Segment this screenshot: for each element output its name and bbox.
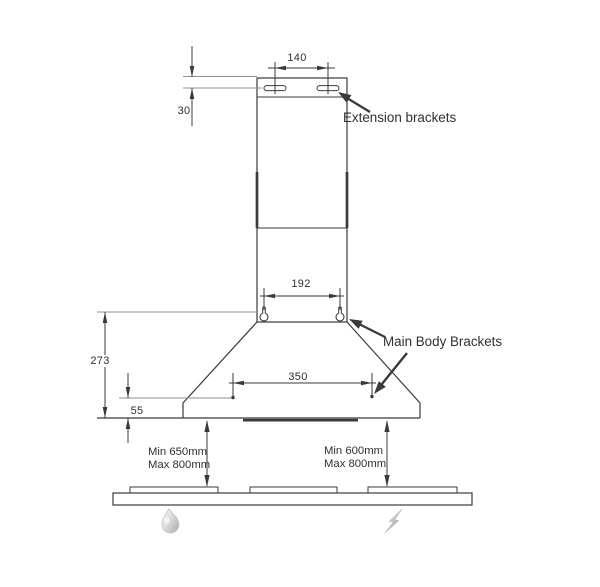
extension-brackets-label: Extension brackets bbox=[343, 110, 457, 125]
cooktop-outline bbox=[112, 486, 473, 506]
main-body-brackets-label: Main Body Brackets bbox=[383, 334, 503, 349]
dimension-30 bbox=[189, 46, 195, 126]
clearance-right-max: Max 800mm bbox=[324, 458, 387, 470]
lightning-icon bbox=[384, 508, 403, 534]
dimension-55 bbox=[125, 373, 131, 443]
clearance-right-text: Min 600mm Max 800mm bbox=[324, 445, 386, 471]
extension-lines bbox=[97, 76, 262, 399]
clearance-left-text: Min 650mm Max 800mm bbox=[148, 446, 210, 472]
dim-label-350: 350 bbox=[288, 370, 308, 383]
dim-label-192: 192 bbox=[291, 278, 311, 290]
canopy-outline bbox=[97, 321, 421, 422]
clearance-arrow-left bbox=[204, 420, 210, 487]
main-body-brackets-arrow-upper bbox=[349, 319, 386, 338]
dim-label-30: 30 bbox=[177, 105, 191, 117]
clearance-right-min: Min 600mm bbox=[324, 445, 384, 457]
main-body-brackets-arrow-lower bbox=[374, 352, 408, 394]
dimension-192 bbox=[260, 288, 344, 310]
dimension-140 bbox=[268, 62, 335, 94]
main-body-keyholes bbox=[259, 306, 345, 322]
clearance-arrow-right bbox=[384, 420, 390, 487]
dim-label-140: 140 bbox=[287, 52, 307, 64]
clearance-left-min: Min 650mm bbox=[148, 446, 208, 458]
chimney-outline bbox=[255, 77, 349, 323]
extension-brackets-arrow bbox=[338, 92, 371, 113]
clearance-left-max: Max 800mm bbox=[148, 459, 211, 471]
dim-label-55: 55 bbox=[130, 405, 144, 417]
dimension-350 bbox=[229, 373, 376, 400]
droplet-icon bbox=[161, 508, 180, 534]
dim-label-273: 273 bbox=[88, 355, 112, 367]
